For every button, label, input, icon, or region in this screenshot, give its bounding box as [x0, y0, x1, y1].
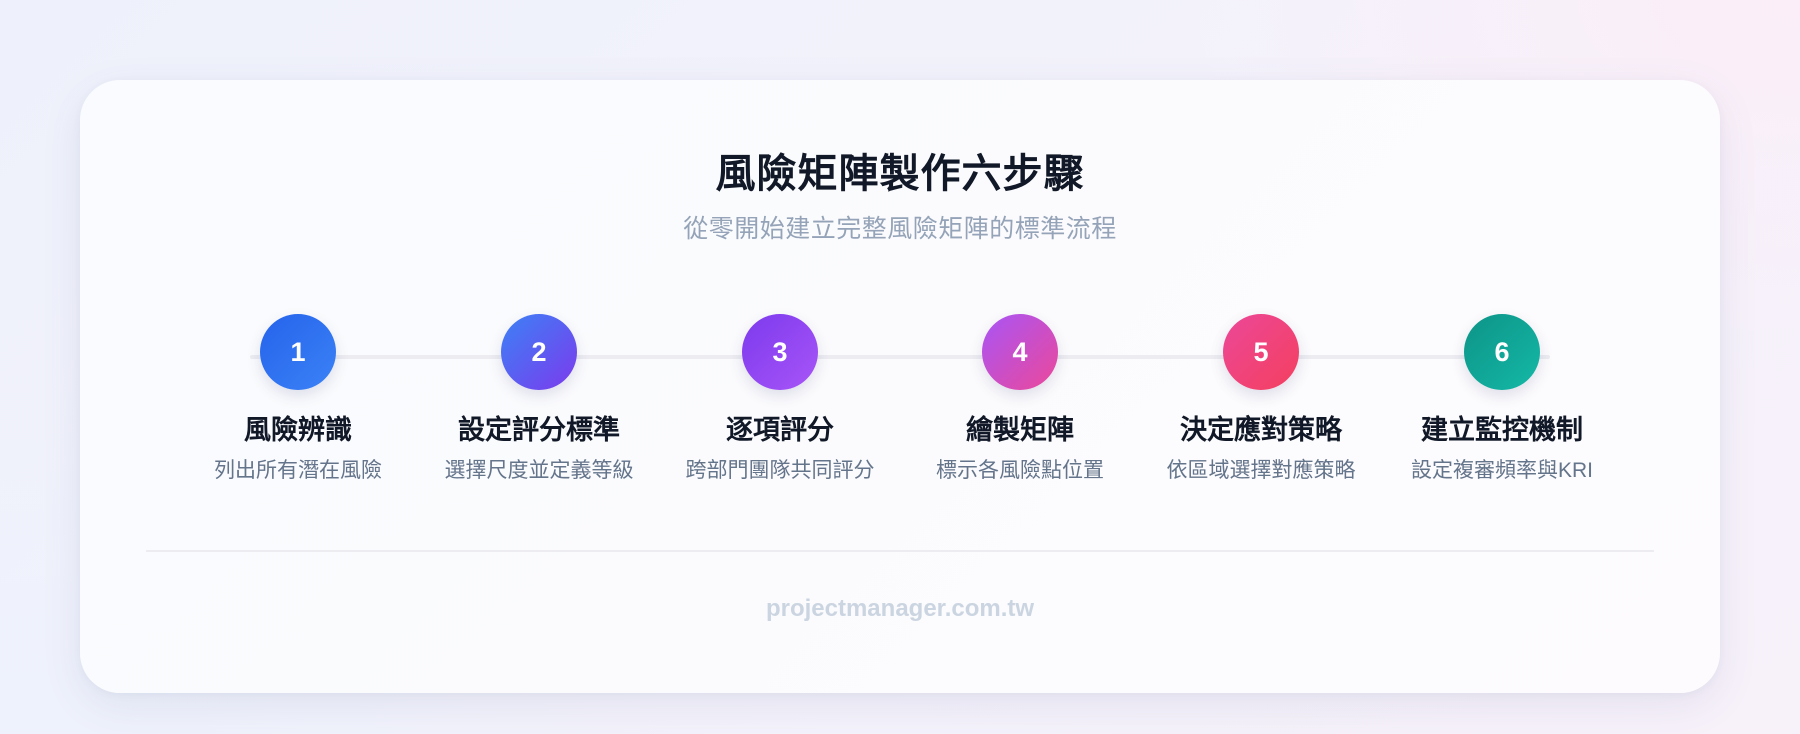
- step-number-badge: 6: [1464, 314, 1540, 390]
- step-number-badge: 1: [260, 314, 336, 390]
- step-1: 1 風險辨識 列出所有潛在風險: [178, 314, 418, 484]
- footer-website: projectmanager.com.tw: [765, 595, 1035, 622]
- step-number-badge: 5: [1223, 314, 1299, 390]
- step-3: 3 逐項評分 跨部門團隊共同評分: [660, 314, 900, 484]
- steps-timeline: 1 風險辨識 列出所有潛在風險 2 設定評分標準 選擇尺度並定義等級 3 逐項評…: [80, 314, 1720, 514]
- step-number: 2: [531, 336, 547, 367]
- step-description: 列出所有潛在風險: [214, 459, 382, 483]
- footer-divider: [146, 550, 1654, 552]
- steps-connector-line: [250, 355, 1550, 359]
- step-title: 建立監控機制: [1421, 415, 1583, 445]
- step-description: 選擇尺度並定義等級: [444, 459, 634, 483]
- step-description: 設定複審頻率與KRI: [1410, 459, 1593, 483]
- step-number: 6: [1494, 336, 1510, 367]
- step-5: 5 決定應對策略 依區域選擇對應策略: [1141, 314, 1381, 484]
- step-title: 設定評分標準: [458, 415, 620, 445]
- step-number: 4: [1012, 336, 1028, 367]
- step-number-badge: 3: [742, 314, 818, 390]
- step-title: 逐項評分: [726, 415, 834, 445]
- step-number: 5: [1253, 336, 1269, 367]
- step-4: 4 繪製矩陣 標示各風險點位置: [900, 314, 1140, 484]
- step-description: 跨部門團隊共同評分: [685, 459, 875, 483]
- process-card: 風險矩陣製作六步驟 從零開始建立完整風險矩陣的標準流程 1 風險辨識 列出所有潛…: [80, 80, 1720, 693]
- step-2: 2 設定評分標準 選擇尺度並定義等級: [419, 314, 659, 484]
- step-number-badge: 2: [501, 314, 577, 390]
- step-title: 決定應對策略: [1180, 415, 1342, 445]
- step-number: 3: [772, 336, 788, 367]
- step-6: 6 建立監控機制 設定複審頻率與KRI: [1382, 314, 1622, 484]
- page-title: 風險矩陣製作六步驟: [715, 152, 1085, 196]
- step-title: 繪製矩陣: [966, 415, 1074, 445]
- step-description: 標示各風險點位置: [936, 459, 1104, 483]
- page-subtitle: 從零開始建立完整風險矩陣的標準流程: [683, 215, 1117, 243]
- step-number: 1: [290, 336, 306, 367]
- step-title: 風險辨識: [244, 415, 352, 445]
- step-number-badge: 4: [982, 314, 1058, 390]
- step-description: 依區域選擇對應策略: [1166, 459, 1356, 483]
